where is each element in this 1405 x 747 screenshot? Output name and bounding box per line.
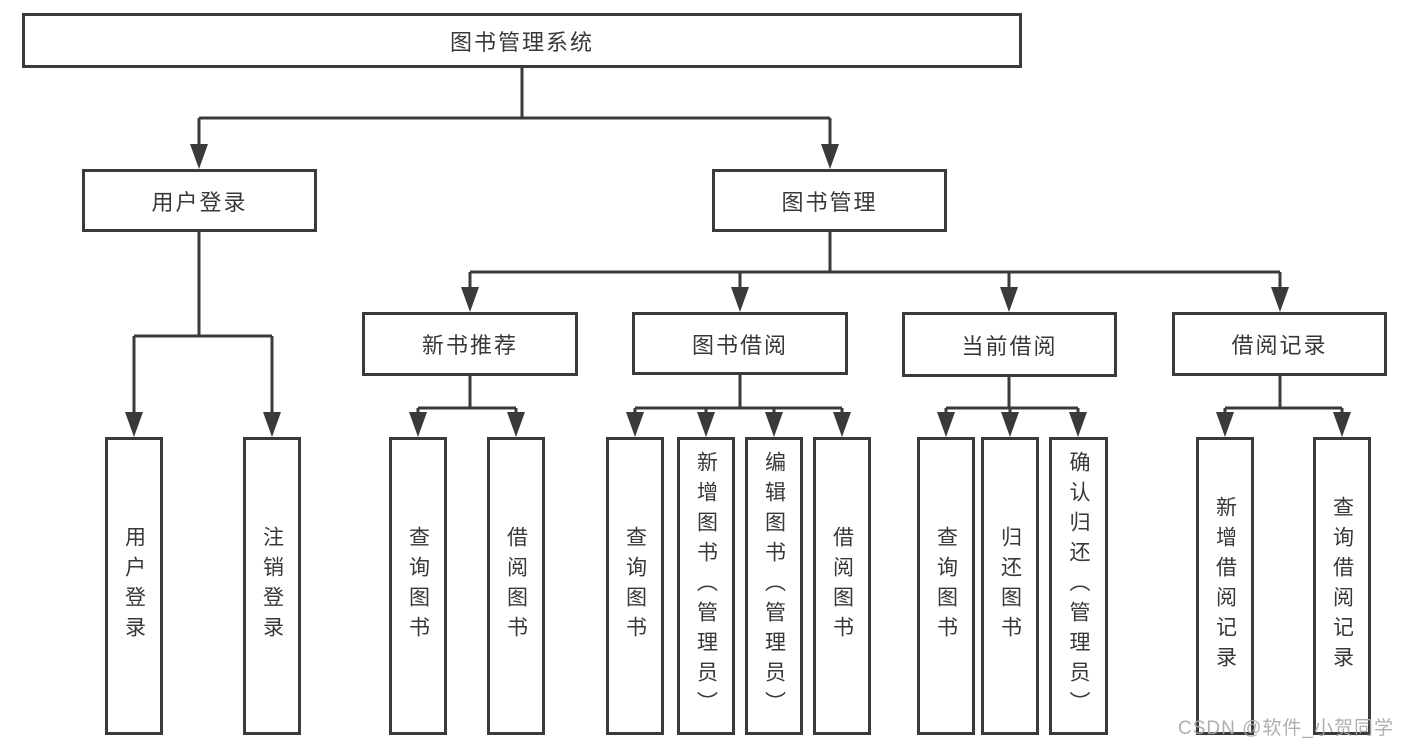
leaf-borrow-books-recommend: 借阅图书 bbox=[487, 437, 545, 735]
leaf-query-borrow-record-label: 查询借阅记录 bbox=[1330, 496, 1354, 676]
leaf-query-books-recommend-label: 查询图书 bbox=[406, 526, 430, 646]
leaf-query-books-recommend: 查询图书 bbox=[389, 437, 447, 735]
leaf-query-borrow-record: 查询借阅记录 bbox=[1313, 437, 1371, 735]
node-user-login: 用户登录 bbox=[82, 169, 317, 232]
node-current-borrowing: 当前借阅 bbox=[902, 312, 1117, 377]
node-book-borrowing-label: 图书借阅 bbox=[691, 332, 788, 358]
node-user-login-label: 用户登录 bbox=[151, 189, 248, 215]
leaf-add-book-admin-label: 新增图书（管理员） bbox=[694, 451, 718, 721]
leaf-confirm-return-admin-label: 确认归还（管理员） bbox=[1067, 451, 1090, 721]
node-book-management-label: 图书管理 bbox=[781, 189, 878, 215]
leaf-user-login-label: 用户登录 bbox=[122, 526, 146, 646]
leaf-return-books-label: 归还图书 bbox=[998, 526, 1022, 646]
leaf-borrow-books-borrowing-label: 借阅图书 bbox=[830, 526, 854, 646]
leaf-query-books-borrowing: 查询图书 bbox=[606, 437, 664, 735]
csdn-watermark: CSDN @软件_小贺同学 bbox=[1178, 718, 1394, 739]
node-new-book-recommend-label: 新书推荐 bbox=[421, 333, 518, 358]
leaf-add-borrow-record: 新增借阅记录 bbox=[1196, 437, 1254, 735]
leaf-borrow-books-recommend-label: 借阅图书 bbox=[504, 526, 528, 646]
leaf-add-borrow-record-label: 新增借阅记录 bbox=[1213, 496, 1237, 676]
leaf-query-books-current: 查询图书 bbox=[917, 437, 975, 735]
node-root: 图书管理系统 bbox=[22, 13, 1022, 68]
leaf-query-books-current-label: 查询图书 bbox=[934, 526, 958, 646]
leaf-confirm-return-admin: 确认归还（管理员） bbox=[1049, 437, 1108, 735]
node-current-borrowing-label: 当前借阅 bbox=[961, 333, 1058, 359]
leaf-add-book-admin: 新增图书（管理员） bbox=[677, 437, 735, 735]
node-borrowing-records: 借阅记录 bbox=[1172, 312, 1387, 376]
leaf-logout: 注销登录 bbox=[243, 437, 301, 735]
node-book-management: 图书管理 bbox=[712, 169, 947, 232]
leaf-edit-book-admin-label: 编辑图书（管理员） bbox=[762, 451, 786, 721]
node-borrowing-records-label: 借阅记录 bbox=[1231, 333, 1328, 358]
node-root-label: 图书管理系统 bbox=[449, 29, 594, 55]
node-book-borrowing: 图书借阅 bbox=[632, 312, 848, 375]
leaf-user-login: 用户登录 bbox=[105, 437, 163, 735]
leaf-borrow-books-borrowing: 借阅图书 bbox=[813, 437, 871, 735]
leaf-return-books: 归还图书 bbox=[981, 437, 1039, 735]
node-new-book-recommend: 新书推荐 bbox=[362, 312, 578, 376]
leaf-query-books-borrowing-label: 查询图书 bbox=[623, 526, 647, 646]
leaf-edit-book-admin: 编辑图书（管理员） bbox=[745, 437, 803, 735]
leaf-logout-label: 注销登录 bbox=[260, 526, 284, 646]
